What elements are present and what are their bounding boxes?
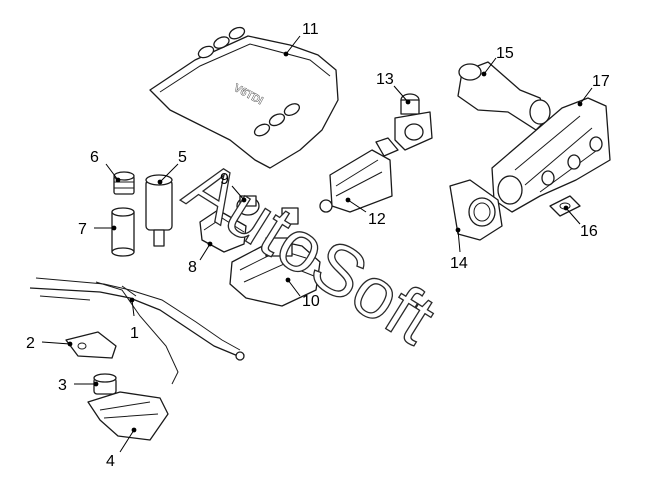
callout-3: 3 — [58, 377, 67, 394]
mounting-bracket[interactable] — [87, 391, 169, 441]
watermark: AutoSoft — [172, 146, 449, 360]
intake-manifold[interactable] — [491, 97, 611, 213]
callout-5: 5 — [178, 149, 187, 166]
callout-9: 9 — [220, 171, 229, 188]
callout-8: 8 — [188, 259, 197, 276]
callout-17: 17 — [592, 73, 610, 90]
actuator-bracket[interactable] — [229, 207, 321, 307]
callout-4: 4 — [106, 453, 115, 470]
callout-16: 16 — [580, 223, 598, 240]
callout-1: 1 — [130, 325, 139, 342]
callout-7: 7 — [78, 221, 87, 238]
egr-valve[interactable] — [394, 93, 433, 151]
callout-15: 15 — [496, 45, 514, 62]
egr-cooler[interactable] — [319, 137, 399, 213]
engine-cover[interactable]: V6TDI — [149, 25, 339, 169]
callout-12: 12 — [368, 211, 386, 228]
control-module[interactable] — [199, 209, 247, 253]
vacuum-hose[interactable] — [29, 277, 245, 385]
vacuum-unit[interactable] — [145, 174, 173, 247]
filter-cartridge[interactable] — [111, 207, 135, 257]
intake-pipe[interactable] — [457, 61, 551, 131]
callout-labels: 1 2 3 4 5 6 7 8 9 10 11 12 13 14 15 16 1… — [26, 21, 610, 470]
callout-11: 11 — [302, 21, 319, 38]
callout-2: 2 — [26, 335, 35, 352]
callout-13: 13 — [376, 71, 394, 88]
callout-10: 10 — [302, 293, 320, 310]
sensor-plug[interactable] — [113, 171, 135, 195]
rubber-mount[interactable] — [93, 373, 117, 395]
leader-lines — [41, 35, 593, 453]
bracket[interactable] — [65, 331, 117, 359]
callout-14: 14 — [450, 255, 468, 272]
callout-6: 6 — [90, 149, 99, 166]
